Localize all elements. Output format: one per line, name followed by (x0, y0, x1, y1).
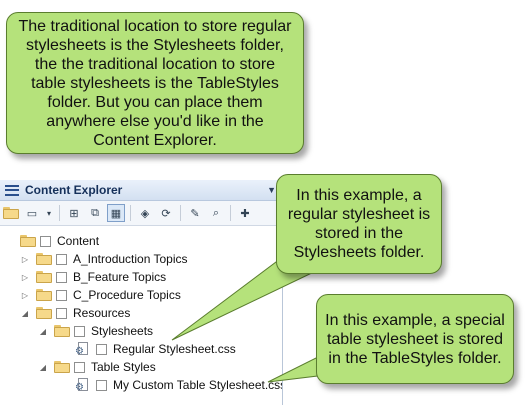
checkbox[interactable] (56, 271, 67, 283)
tree-item-label: A_Introduction Topics (73, 252, 188, 266)
callout-bottom-text: In this example, a special table stylesh… (325, 311, 505, 367)
tag-icon[interactable]: ◈ (140, 207, 150, 220)
folder-icon (36, 271, 52, 283)
tree-item-table-styles[interactable]: ◢ Table Styles (38, 358, 156, 376)
tree-item-c-procedure[interactable]: ▷ C_Procedure Topics (20, 286, 181, 304)
tree-item-label: C_Procedure Topics (73, 288, 181, 302)
tree-item-label: Table Styles (91, 360, 156, 374)
callout-top: The traditional location to store regula… (6, 12, 304, 154)
tree-item-a-introduction[interactable]: ▷ A_Introduction Topics (20, 250, 188, 268)
toolbar-separator (130, 205, 131, 221)
tree-item-label: Stylesheets (91, 324, 154, 338)
layout-dropdown-icon[interactable]: ▾ (46, 208, 51, 218)
refresh-icon[interactable]: ⟳ (161, 207, 171, 220)
checkbox[interactable] (74, 361, 85, 373)
tree-item-content[interactable]: Content (20, 232, 99, 250)
add-folder-icon[interactable]: ✚ (240, 207, 250, 220)
checkbox[interactable] (56, 253, 67, 265)
folder-icon (20, 235, 36, 247)
copy-icon[interactable]: ⧉ (91, 206, 99, 219)
checkbox[interactable] (56, 307, 67, 319)
checkbox[interactable] (96, 343, 107, 355)
collapse-arrow-icon[interactable]: ◢ (21, 308, 29, 318)
expand-arrow-icon[interactable]: ▷ (21, 254, 29, 264)
find-icon[interactable]: ⌕ (212, 206, 220, 219)
callout-middle-text: In this example, a regular stylesheet is… (287, 187, 431, 261)
callout-middle: In this example, a regular stylesheet is… (276, 174, 442, 274)
edit-icon[interactable]: ✎ (190, 207, 200, 220)
folder-icon (54, 361, 70, 373)
explorer-toolbar: ▭ ▾ ⊞ ⧉ ▦ ◈ ⟳ ✎ ⌕ ✚ (0, 201, 282, 226)
tree-item-label: Regular Stylesheet.css (113, 342, 236, 356)
tree-item-custom-table-stylesheet[interactable]: My Custom Table Stylesheet.css (75, 376, 283, 394)
menu-icon[interactable] (5, 184, 19, 196)
toolbar-separator (180, 205, 181, 221)
checkbox[interactable] (40, 235, 51, 247)
panel-title: Content Explorer (25, 183, 123, 197)
new-item-icon[interactable]: ⊞ (69, 207, 79, 220)
tree-item-label: My Custom Table Stylesheet.css (113, 378, 283, 392)
collapse-arrow-icon[interactable]: ◢ (39, 326, 47, 336)
content-explorer-titlebar: Content Explorer ▼ (0, 180, 282, 201)
checkbox[interactable] (74, 325, 85, 337)
tree-item-regular-stylesheet[interactable]: Regular Stylesheet.css (75, 340, 236, 358)
folder-icon (36, 289, 52, 301)
stylesheet-icon (75, 378, 90, 393)
callout-bottom: In this example, a special table stylesh… (316, 294, 514, 384)
tree-item-label: B_Feature Topics (73, 270, 167, 284)
tree-item-resources[interactable]: ◢ Resources (20, 304, 130, 322)
tree-item-label: Content (57, 234, 100, 248)
folder-icon (54, 325, 70, 337)
tree-item-label: Resources (73, 306, 131, 320)
color-grid-icon[interactable]: ▦ (107, 204, 125, 222)
tree-item-stylesheets[interactable]: ◢ Stylesheets (38, 322, 153, 340)
layout-icon[interactable]: ▭ (26, 207, 38, 220)
toolbar-separator (59, 205, 60, 221)
expand-arrow-icon[interactable]: ▷ (21, 272, 29, 282)
panel-options-icon[interactable]: ▼ (267, 185, 276, 195)
callout-top-text: The traditional location to store regula… (18, 17, 292, 149)
tree-item-b-feature[interactable]: ▷ B_Feature Topics (20, 268, 166, 286)
open-folder-icon[interactable] (2, 204, 20, 222)
toolbar-separator (230, 205, 231, 221)
stylesheet-icon (75, 342, 90, 357)
folder-icon (36, 307, 52, 319)
checkbox[interactable] (96, 379, 107, 391)
collapse-arrow-icon[interactable]: ◢ (39, 362, 47, 372)
folder-icon (36, 253, 52, 265)
checkbox[interactable] (56, 289, 67, 301)
expand-arrow-icon[interactable]: ▷ (21, 290, 29, 300)
